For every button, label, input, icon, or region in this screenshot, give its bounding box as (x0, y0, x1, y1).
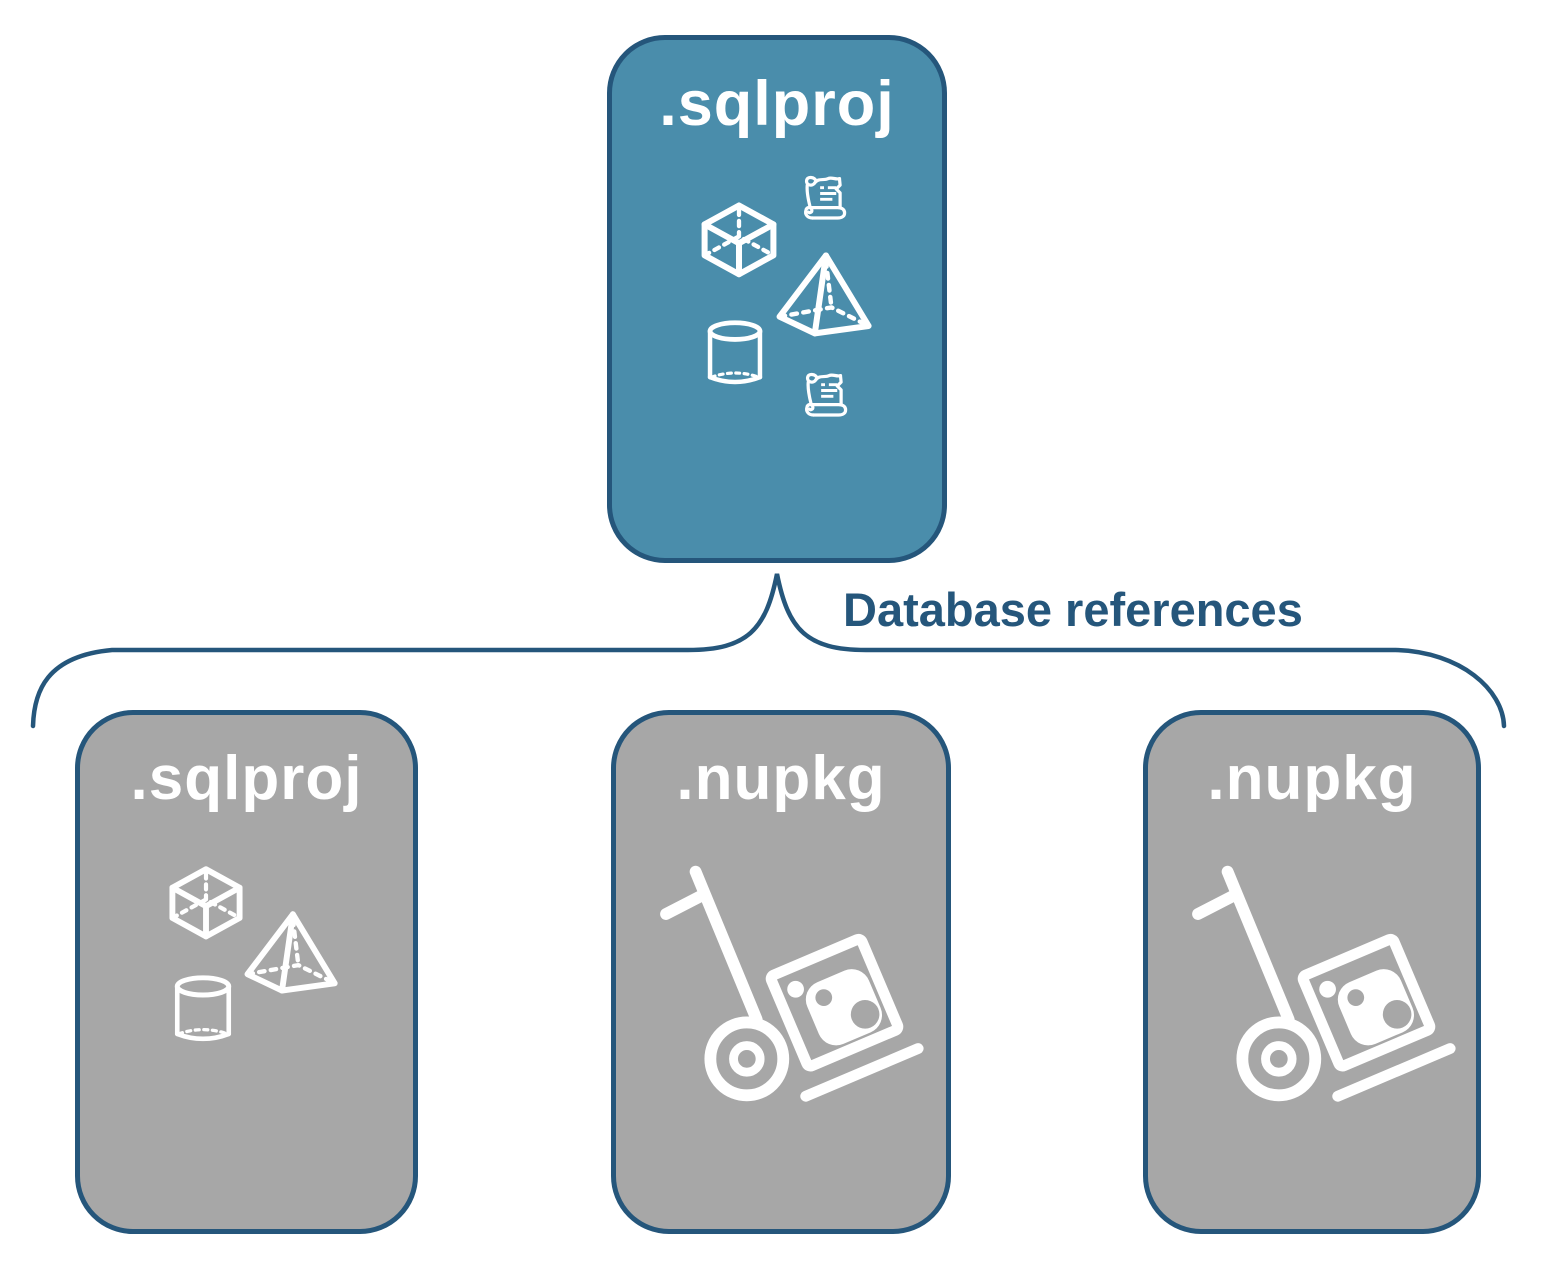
node-child-nupkg-1: .nupkg (611, 710, 951, 1234)
node-root-title: .sqlproj (659, 69, 895, 139)
cube-icon (696, 196, 782, 282)
scroll-icon (796, 367, 854, 423)
scroll-icon (795, 170, 853, 226)
cylinder-icon (170, 973, 236, 1046)
node-child-title: .sqlproj (130, 744, 363, 813)
node-child-nupkg-2: .nupkg (1143, 710, 1481, 1234)
pyramid-icon (242, 907, 342, 996)
cube-icon (163, 860, 249, 944)
nuget-handtruck-icon (658, 850, 944, 1116)
node-root-sqlproj: .sqlproj (607, 35, 947, 563)
pyramid-icon (774, 248, 876, 339)
nuget-handtruck-icon (1190, 850, 1476, 1116)
node-child-title: .nupkg (1207, 744, 1417, 813)
node-child-title: .nupkg (676, 744, 886, 813)
connector-label: Database references (843, 583, 1303, 636)
cylinder-icon (703, 318, 767, 389)
node-child-sqlproj: .sqlproj (75, 710, 418, 1234)
